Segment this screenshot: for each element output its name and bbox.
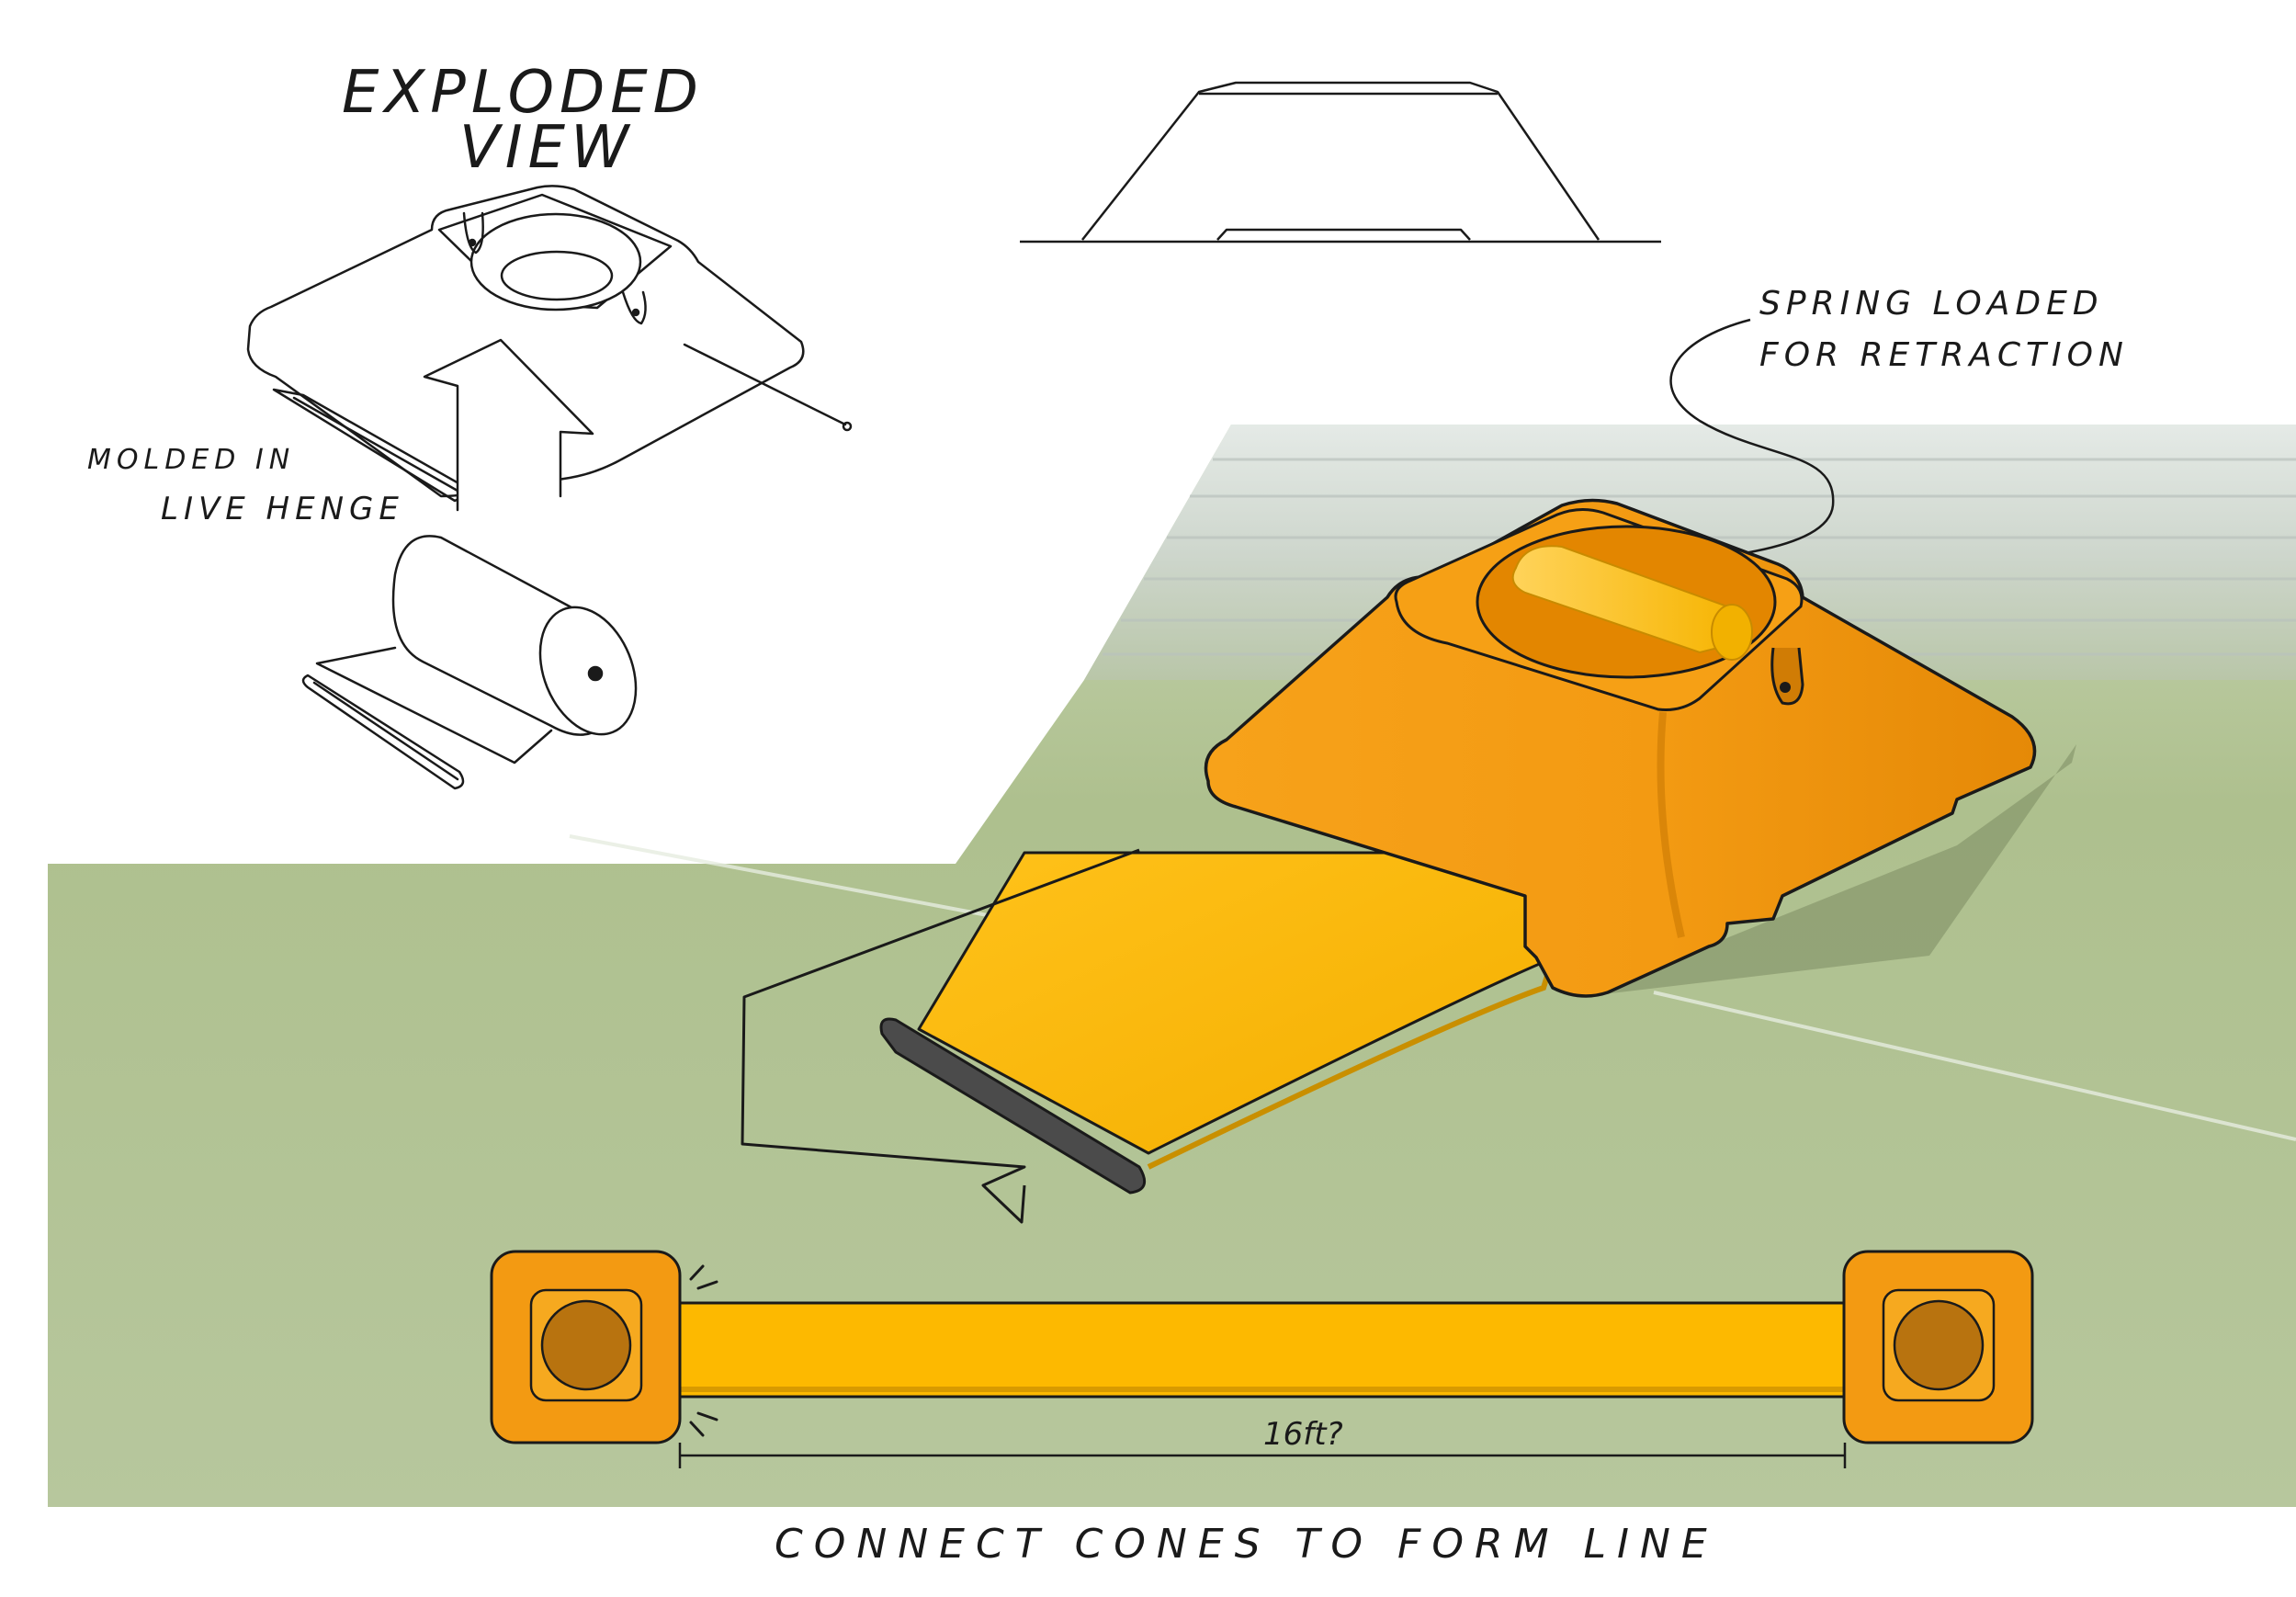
exploded-top-opening xyxy=(471,214,640,310)
spring-label-line-2: FOR RETRACTION xyxy=(1759,336,2129,374)
exploded-view-drawing xyxy=(248,186,851,788)
right-cone-top xyxy=(1844,1252,2032,1443)
hinge-label-line-2: LIVE HENGE xyxy=(161,491,404,527)
title-block: EXPLODED VIEW xyxy=(342,59,704,182)
side-profile-view xyxy=(1020,83,1661,242)
hinge-callout: MOLDED IN LIVE HENGE xyxy=(87,444,404,527)
cone-pin-slot xyxy=(1772,648,1803,704)
connecting-strap xyxy=(678,1303,1854,1397)
title-line-2: VIEW xyxy=(459,114,634,182)
dimension-label: 16ft? xyxy=(1263,1416,1343,1453)
hinge-label-line-1: MOLDED IN xyxy=(87,444,295,476)
profile-cone-outline xyxy=(1082,83,1599,240)
left-cone-top xyxy=(492,1252,680,1443)
bottom-caption: CONNECT CONES TO FORM LINE xyxy=(775,1521,1718,1568)
spring-label-line-1: SPRING LOADED xyxy=(1759,285,2104,323)
